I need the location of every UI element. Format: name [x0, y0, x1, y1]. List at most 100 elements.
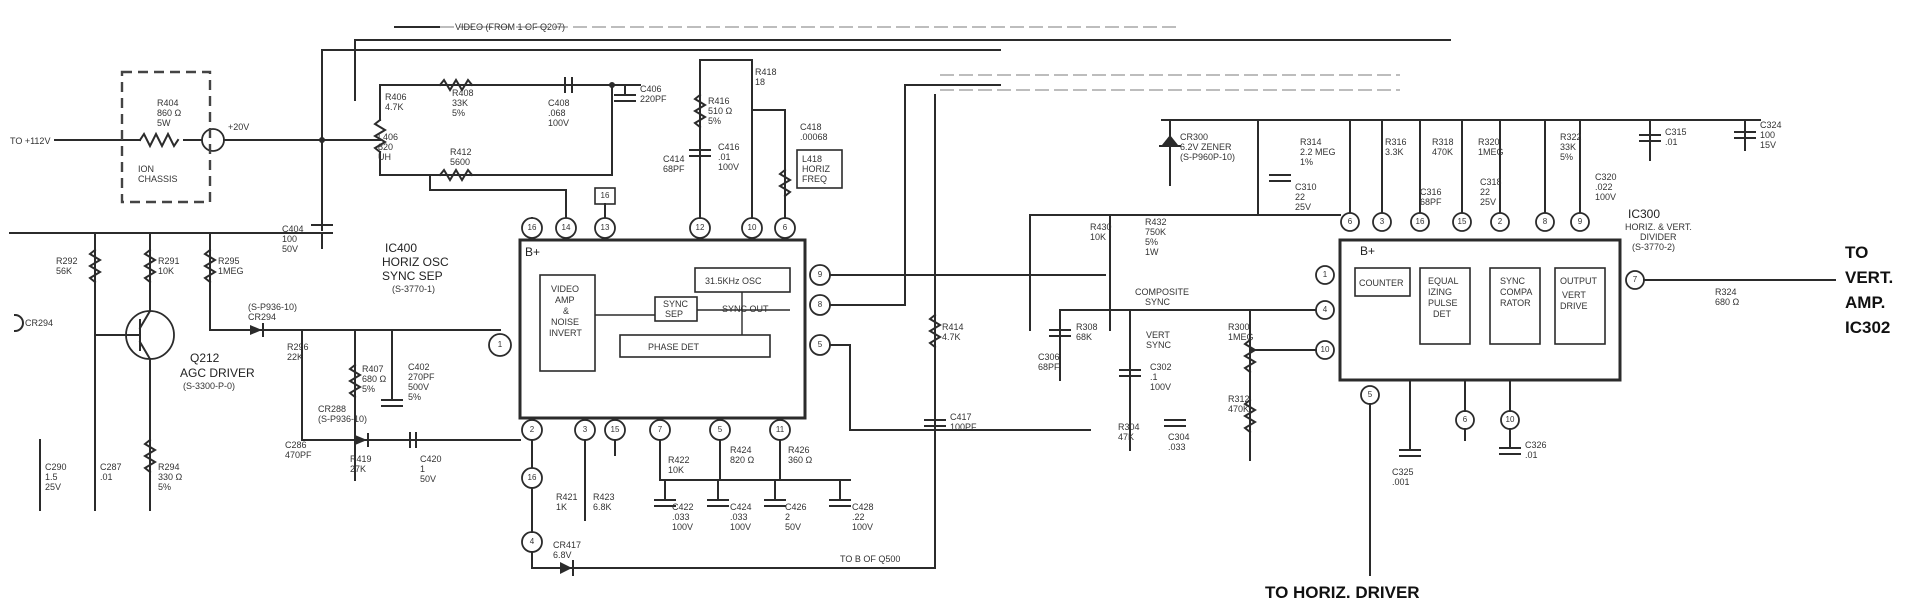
- c404-value: 100: [282, 234, 297, 244]
- r430-value: 10K: [1090, 232, 1106, 242]
- r324-ref: R324: [1715, 287, 1737, 297]
- c290-rating: 25V: [45, 482, 61, 492]
- r419-ref: R419: [350, 454, 372, 464]
- ic300-output-1: OUTPUT: [1560, 276, 1598, 286]
- ic300-equal-1: EQUAL: [1428, 276, 1459, 286]
- r322-value: 33K: [1560, 142, 1576, 152]
- c404-ref: C404: [282, 224, 304, 234]
- ic400-chain-pin-1: 16: [528, 473, 537, 482]
- c408-ref: C408: [548, 98, 570, 108]
- r294-value: 330 Ω: [158, 472, 183, 482]
- ic300-output-3: DRIVE: [1560, 301, 1588, 311]
- c428-ref: C428: [852, 502, 874, 512]
- ic400-pin-left: 1: [498, 340, 503, 349]
- r430-ref: R430: [1090, 222, 1112, 232]
- c287-value: .01: [100, 472, 113, 482]
- q212-ref: Q212: [190, 351, 220, 365]
- ic400-pin-bottom-2: 3: [583, 425, 588, 434]
- c326-value: .01: [1525, 450, 1538, 460]
- r308-value: 68K: [1076, 332, 1092, 342]
- c424-value: .033: [730, 512, 748, 522]
- c306-value: 68PF: [1038, 362, 1060, 372]
- r294-tol: 5%: [158, 482, 171, 492]
- c418-value: .00068: [800, 132, 828, 142]
- c426-ref: C426: [785, 502, 807, 512]
- c408-rating: 100V: [548, 118, 569, 128]
- ic400-title-2: SYNC SEP: [382, 269, 443, 283]
- ic400-video-amp-2: AMP: [555, 295, 575, 305]
- r416-ref: R416: [708, 96, 730, 106]
- ic400-pin-top-3: 13: [601, 223, 610, 232]
- ic400-upper-network: R406 4.7K L406 820 UH R408 33K 5% C408 .…: [373, 77, 667, 219]
- c428-rating: 100V: [852, 522, 873, 532]
- r318-ref: R318: [1432, 137, 1454, 147]
- ic300-sync-comp-3: RATOR: [1500, 298, 1531, 308]
- r416-value: 510 Ω: [708, 106, 733, 116]
- r408-tol: 5%: [452, 108, 465, 118]
- r316-value: 3.3K: [1385, 147, 1404, 157]
- r423-ref: R423: [593, 492, 615, 502]
- r295-value: 1MEG: [218, 266, 244, 276]
- chassis-label-2: CHASSIS: [138, 174, 178, 184]
- r432-rating: 1W: [1145, 247, 1159, 257]
- c320-value: .022: [1595, 182, 1613, 192]
- ic400-sync-sep-1: SYNC: [663, 299, 689, 309]
- r406-value: 4.7K: [385, 102, 404, 112]
- ic400-body: [518, 238, 807, 420]
- r407-tol: 5%: [362, 384, 375, 394]
- l406-value: 820: [378, 142, 393, 152]
- c402-value: 270PF: [408, 372, 435, 382]
- c320-rating: 100V: [1595, 192, 1616, 202]
- cr300-part: (S-P960P-10): [1180, 152, 1235, 162]
- c315-value: .01: [1665, 137, 1678, 147]
- ic400-pin-bottom-3: 15: [611, 425, 620, 434]
- ic400-pin-bottom-6: 11: [776, 425, 785, 434]
- c424-rating: 100V: [730, 522, 751, 532]
- ic300-output-2: VERT: [1562, 290, 1586, 300]
- r322-ref: R322: [1560, 132, 1582, 142]
- ic300-pin-top-6: 8: [1543, 217, 1548, 226]
- ic300-pin-top-7: 9: [1578, 217, 1583, 226]
- l418-label-2: FREQ: [802, 174, 827, 184]
- r407-value: 680 Ω: [362, 374, 387, 384]
- ic300-sync-comp-1: SYNC: [1500, 276, 1526, 286]
- ic400-video-amp-4: NOISE: [551, 317, 579, 327]
- ic300-counter: COUNTER: [1359, 278, 1404, 288]
- video-source-label: VIDEO (FROM 1 OF Q207): [455, 22, 565, 32]
- video-bus: VIDEO (FROM 1 OF Q207): [321, 22, 1451, 231]
- r291-ref: R291: [158, 256, 180, 266]
- r295-ref: R295: [218, 256, 240, 266]
- r296-ref: R296: [287, 342, 309, 352]
- c416-ref: C416: [718, 142, 740, 152]
- r316-ref: R316: [1385, 137, 1407, 147]
- r304-value: 47K: [1118, 432, 1134, 442]
- ic400-pin-bottom-4: 7: [658, 425, 663, 434]
- c290-ref: C290: [45, 462, 67, 472]
- outputs: R324 680 Ω TO VERT. AMP. IC302 TO HORIZ.…: [1265, 243, 1893, 602]
- r412-value: 5600: [450, 157, 470, 167]
- r408-value: 33K: [452, 98, 468, 108]
- to-vert-amp-line-4: IC302: [1845, 318, 1890, 337]
- c404-rating: 50V: [282, 244, 298, 254]
- l406-unit: UH: [378, 152, 391, 162]
- ic400-pin-top-5: 10: [748, 223, 757, 232]
- chassis-label-1: ION: [138, 164, 154, 174]
- ic400-sync-out: SYNC OUT: [722, 304, 769, 314]
- c417-ref: C417: [950, 412, 972, 422]
- ic400-chain-pin-2: 4: [530, 537, 535, 546]
- ic400-aux-pin: 16: [601, 191, 610, 200]
- c402-ref: C402: [408, 362, 430, 372]
- ic400-pin-top-6: 6: [783, 223, 788, 232]
- cr300-value: 6.2V ZENER: [1180, 142, 1232, 152]
- l418-label-1: HORIZ: [802, 164, 831, 174]
- c402-rating: 500V: [408, 382, 429, 392]
- ic300-pin-top-2: 3: [1380, 217, 1385, 226]
- to-vert-amp-line-3: AMP.: [1845, 293, 1885, 312]
- ic400-pin-right-1: 9: [818, 270, 823, 279]
- r418-value: 18: [755, 77, 765, 87]
- c302-ref: C302: [1150, 362, 1172, 372]
- r414-ref: R414: [942, 322, 964, 332]
- c426-value: 2: [785, 512, 790, 522]
- ic400-supply: B+: [525, 245, 540, 259]
